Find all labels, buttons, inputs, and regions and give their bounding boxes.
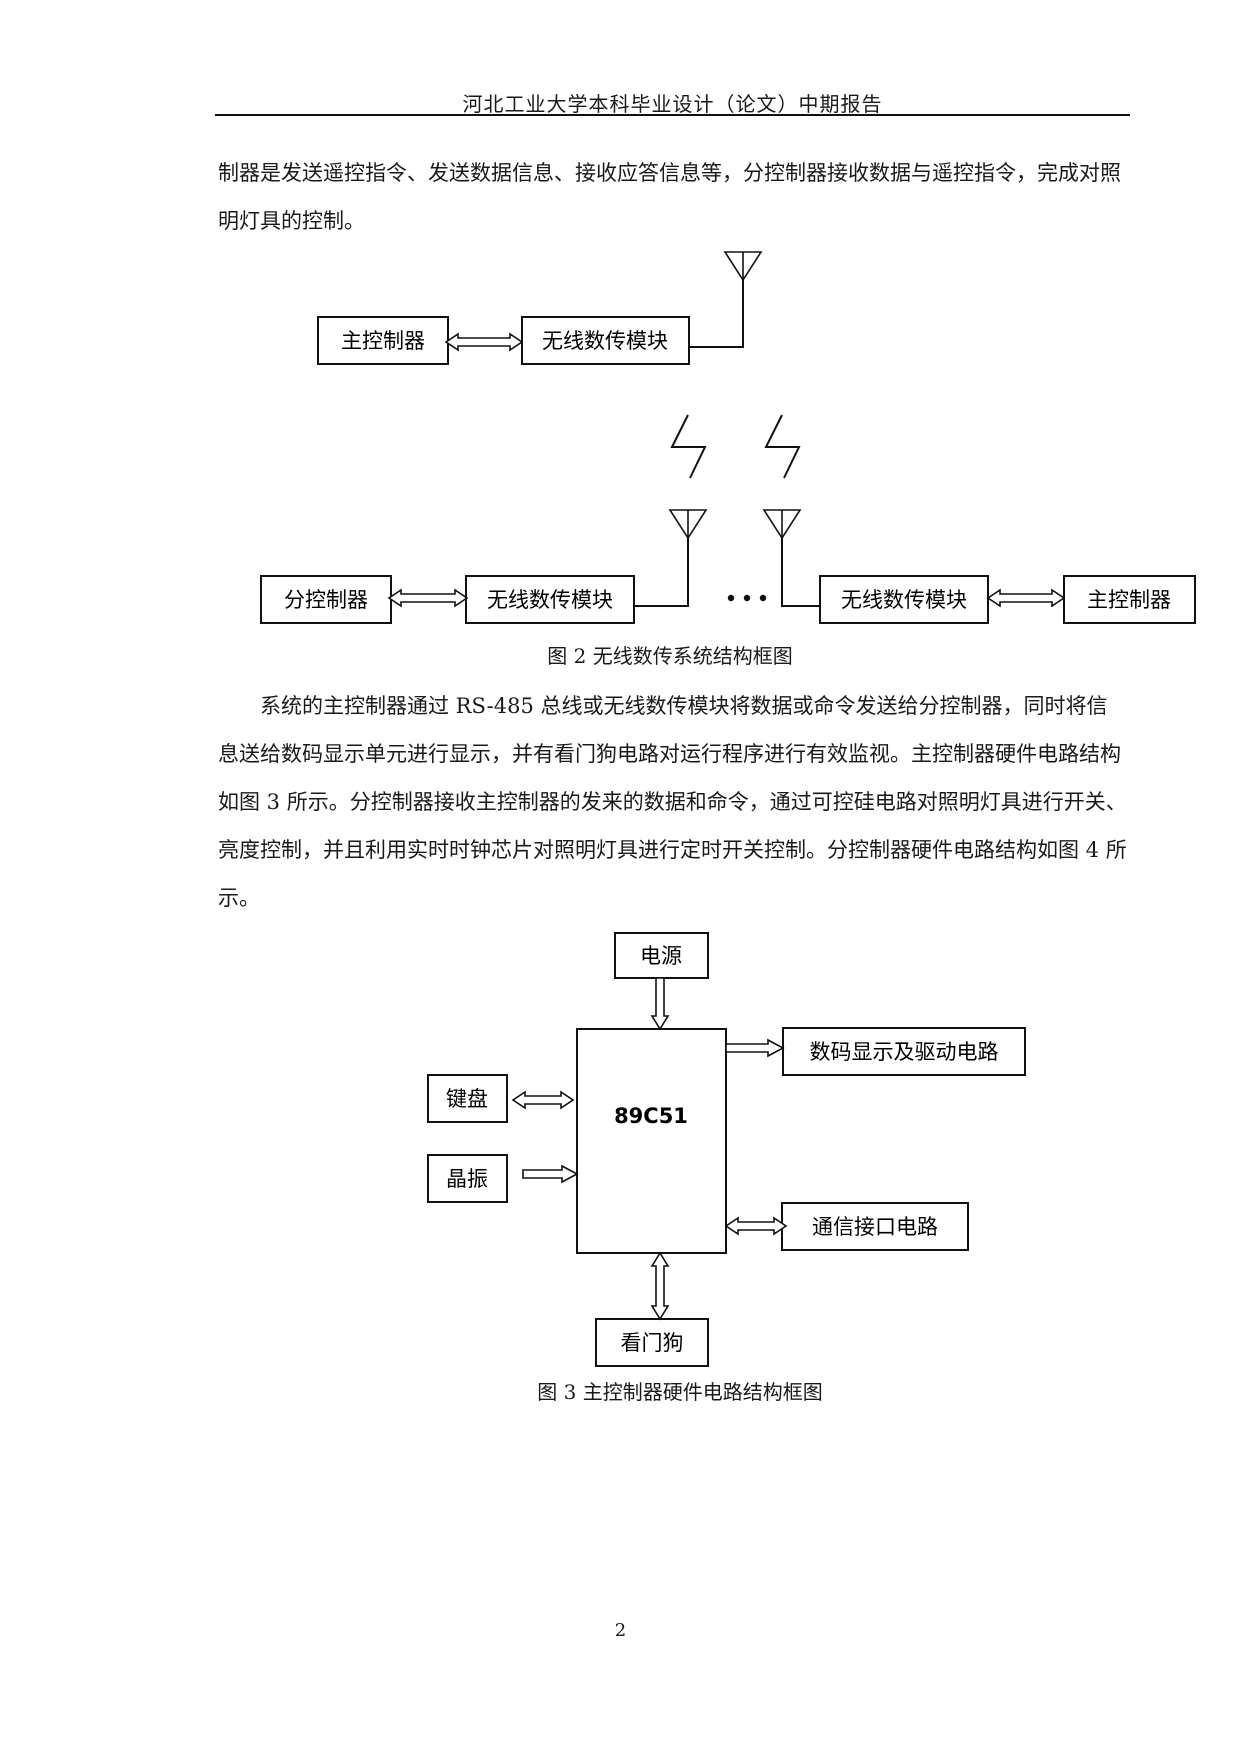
intro-paragraph: 制器是发送遥控指令、发送数据信息、接收应答信息等，分控制器接收数据与遥控指令，完… <box>218 161 1121 233</box>
crystal-box <box>427 1154 508 1203</box>
right-antenna-icon <box>763 509 801 539</box>
top-link-arrow <box>445 333 523 351</box>
page-number: 2 <box>614 1620 627 1641</box>
right-link-arrow <box>987 589 1065 607</box>
slave-box <box>260 575 392 624</box>
header-rule <box>215 114 1130 116</box>
left-module-box <box>465 575 635 624</box>
display-label: 数码显示及驱动电路 <box>810 1040 999 1064</box>
right-module-box <box>819 575 989 624</box>
ellipsis-dot <box>743 594 751 602</box>
keyboard-arrow <box>512 1091 574 1109</box>
left-antenna-icon <box>669 509 707 539</box>
top-module-box <box>521 316 690 365</box>
power-label: 电源 <box>640 944 682 968</box>
mcu-label: 89C51 <box>614 1104 688 1128</box>
comm-arrow <box>725 1217 787 1235</box>
top-antenna-icon <box>724 251 762 281</box>
main-paragraph: 系统的主控制器通过 RS-485 总线或无线数传模块将数据或命令发送给分控制器，… <box>218 694 1127 910</box>
crystal-label: 晶振 <box>446 1167 488 1191</box>
right-module-label: 无线数传模块 <box>841 588 967 612</box>
slave-label: 分控制器 <box>284 588 368 612</box>
display-box <box>782 1027 1026 1076</box>
comm-box <box>781 1202 969 1251</box>
display-arrow <box>725 1038 785 1058</box>
top-master-box <box>317 316 449 365</box>
keyboard-box <box>427 1074 508 1123</box>
power-box <box>614 932 709 979</box>
figure-2-caption: 图 2 无线数传系统结构框图 <box>547 644 793 668</box>
keyboard-label: 键盘 <box>446 1087 488 1111</box>
page-header: 河北工业大学本科毕业设计（论文）中期报告 <box>462 92 883 116</box>
right-master-label: 主控制器 <box>1087 588 1171 612</box>
wireless-signal-icon-right <box>764 414 801 479</box>
power-arrow <box>650 977 670 1031</box>
mcu-box <box>576 1028 727 1254</box>
crystal-arrow <box>522 1164 579 1184</box>
wireless-signal-icon-left <box>670 414 707 479</box>
slave-link-arrow <box>388 589 468 607</box>
watchdog-label: 看门狗 <box>621 1331 684 1355</box>
watchdog-arrow <box>650 1251 670 1321</box>
ellipsis-dot <box>759 594 767 602</box>
comm-label: 通信接口电路 <box>812 1215 938 1239</box>
top-master-label: 主控制器 <box>341 329 425 353</box>
figure-3-caption: 图 3 主控制器硬件电路结构框图 <box>537 1380 823 1404</box>
right-master-box <box>1063 575 1196 624</box>
watchdog-box <box>595 1318 709 1367</box>
ellipsis-dot <box>727 594 735 602</box>
left-module-label: 无线数传模块 <box>487 588 613 612</box>
top-module-label: 无线数传模块 <box>542 329 668 353</box>
